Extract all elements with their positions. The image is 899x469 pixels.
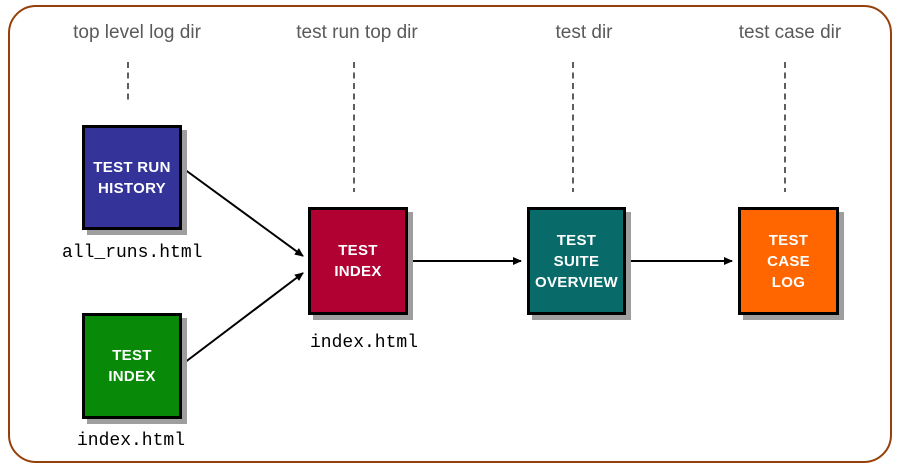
column-header-top-level-log-dir: top level log dir — [73, 22, 201, 43]
box-test-index-top-level: TEST INDEX — [82, 313, 182, 419]
column-header-test-dir: test dir — [555, 22, 613, 43]
box-test-index-run: TEST INDEX — [308, 207, 408, 315]
box-test-index-run-line2: INDEX — [334, 263, 382, 280]
box-test-suite-overview-line3: OVERVIEW — [535, 273, 618, 291]
box-test-run-history: TEST RUN HISTORY — [82, 125, 182, 230]
column-header-test-case-dir: test case dir — [738, 22, 842, 43]
column-header-test-run-top-dir: test run top dir — [296, 22, 418, 43]
file-label-all-runs-html: all_runs.html — [62, 243, 203, 263]
file-label-index-html-top-level: index.html — [77, 431, 186, 451]
box-test-suite-overview-line1: TEST — [556, 231, 597, 249]
box-test-index-run-line1: TEST — [338, 242, 378, 259]
box-test-suite-overview: TEST SUITE OVERVIEW — [527, 207, 626, 315]
box-test-index-top-line2: INDEX — [108, 368, 156, 385]
box-test-case-log-line1: TEST — [768, 231, 809, 249]
arrow-history-to-test-index — [183, 168, 304, 257]
box-test-case-log-line2: CASE — [767, 252, 810, 270]
box-test-case-log-line3: LOG — [771, 273, 806, 291]
box-test-case-log: TEST CASE LOG — [738, 207, 839, 315]
box-test-run-history-line1: TEST RUN — [93, 158, 171, 176]
file-label-index-html-test-run: index.html — [310, 333, 419, 353]
box-test-index-top-line1: TEST — [112, 347, 152, 364]
arrow-index-top-to-test-index — [183, 272, 304, 364]
box-test-run-history-line2: HISTORY — [98, 179, 166, 197]
diagram-frame-border — [8, 5, 892, 463]
box-test-suite-overview-line2: SUITE — [553, 252, 600, 270]
